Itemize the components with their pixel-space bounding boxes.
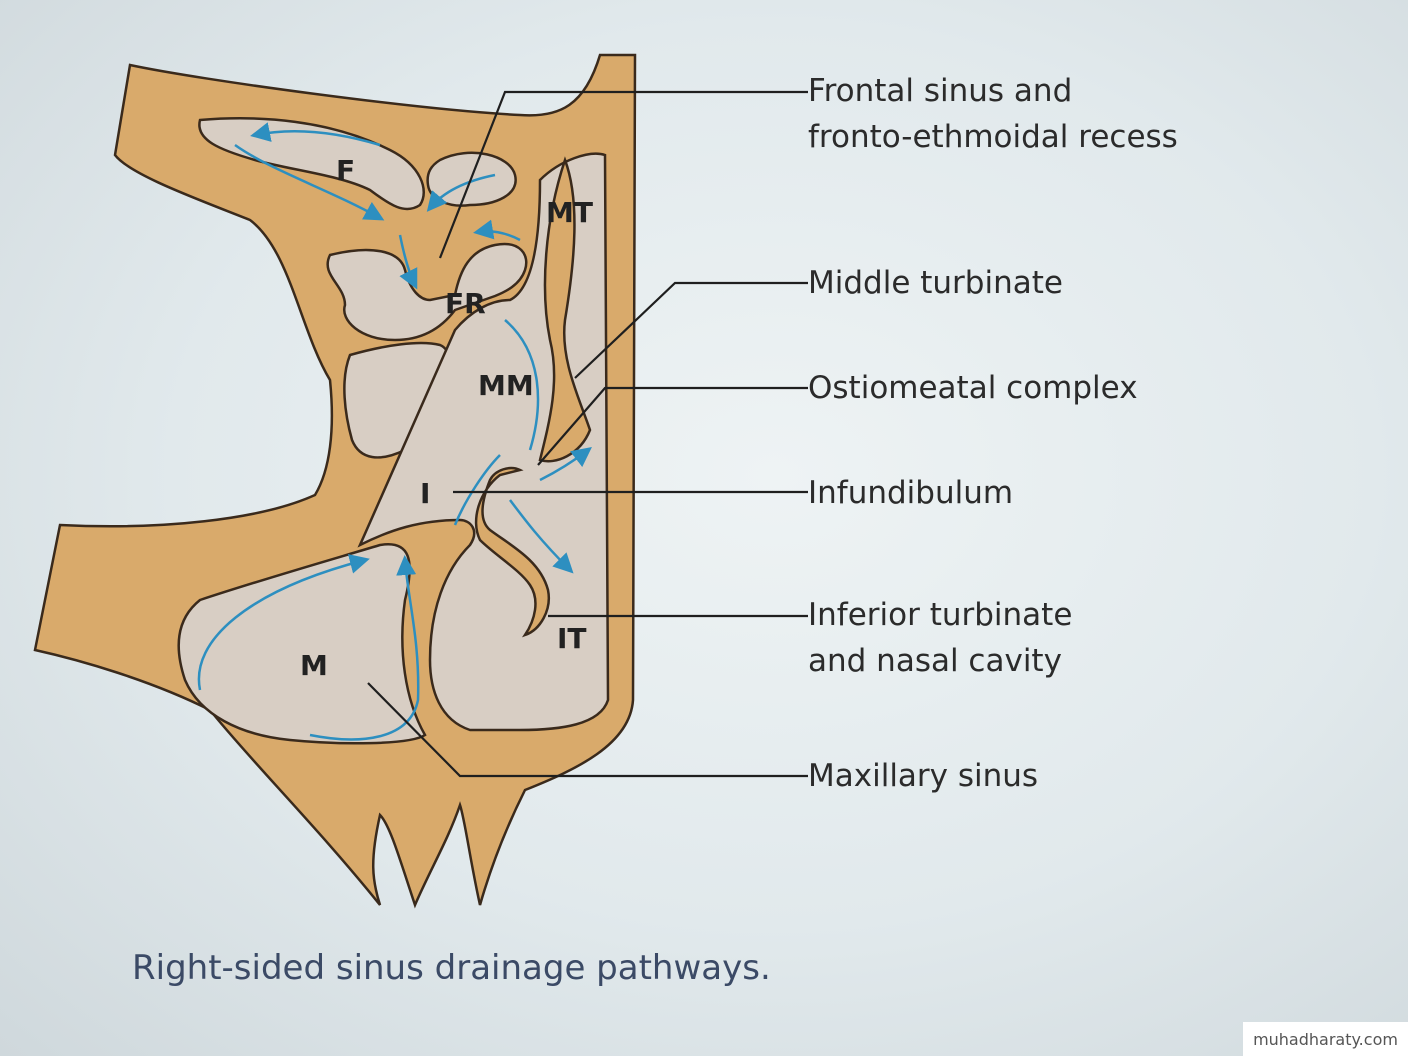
recess-arrow-1 <box>398 234 418 290</box>
region-label-fr: FR <box>445 287 486 320</box>
region-label-i: I <box>420 477 430 510</box>
callout-maxillary-sinus: Maxillary sinus <box>808 758 1039 794</box>
figure-caption: Right-sided sinus drainage pathways. <box>132 948 771 988</box>
leader-middle-turbinate <box>574 281 808 379</box>
meatus-arrow <box>504 319 540 451</box>
watermark: muhadharaty.com <box>1243 1022 1408 1056</box>
callout-frontal-sinus: Frontal sinus and fronto-ethmoidal reces… <box>808 73 1178 155</box>
leader-frontal <box>438 90 808 259</box>
leader-lines <box>367 90 808 778</box>
recess-arrow-3 <box>473 219 521 242</box>
region-label-it: IT <box>557 622 587 655</box>
region-label-f: F <box>336 154 355 187</box>
infundibulum-arrow-2 <box>509 499 574 574</box>
ostium-arrow <box>539 446 592 482</box>
leader-maxillary <box>367 682 808 778</box>
region-label-m: M <box>300 649 328 682</box>
callout-middle-turbinate: Middle turbinate <box>808 265 1063 301</box>
callout-infundibulum: Infundibulum <box>808 475 1014 511</box>
maxillary-sinus-cavity <box>177 543 427 745</box>
leader-ostiomeatal <box>537 386 808 466</box>
maxillary-arrow-2 <box>309 555 420 741</box>
maxillary-arrow-1 <box>197 554 370 691</box>
frontal-arrow-2 <box>234 143 385 221</box>
region-label-mt: MT <box>546 196 593 229</box>
callout-inferior-turbinate: Inferior turbinate and nasal cavity <box>808 597 1073 679</box>
middle-turbinate <box>538 156 592 463</box>
recess-arrow-2 <box>426 173 496 212</box>
infundibulum-arrow-1 <box>453 454 501 526</box>
frontal-arrow-1 <box>250 122 381 147</box>
region-label-mm: MM <box>478 369 534 402</box>
drainage-arrows <box>197 122 592 741</box>
callout-ostiomeatal-complex: Ostiomeatal complex <box>808 370 1138 406</box>
